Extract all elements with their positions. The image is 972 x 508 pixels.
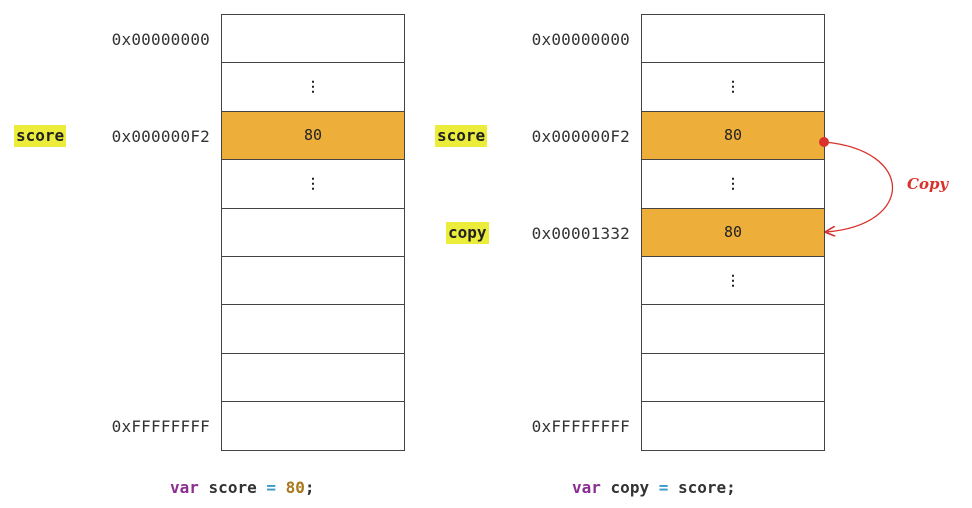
code-semicolon: ;	[304, 478, 315, 497]
memory-cell	[642, 305, 824, 354]
memory-cell-ellipsis: ⋮	[222, 63, 404, 112]
memory-cell	[222, 354, 404, 403]
memory-column: ⋮ 80 ⋮ 80 ⋮	[641, 14, 825, 451]
memory-cell	[222, 305, 404, 354]
code-identifier: copy	[610, 478, 650, 497]
code-operator: =	[266, 478, 276, 497]
variable-label-score: score	[14, 125, 67, 147]
memory-diagram-left: 0x00000000 score 0x000000F2 0xFFFFFFFF ⋮…	[0, 0, 420, 508]
code-keyword: var	[572, 478, 601, 497]
memory-cell-ellipsis: ⋮	[642, 63, 824, 112]
address-score: 0x000000F2	[111, 127, 210, 146]
memory-cell-ellipsis: ⋮	[642, 160, 824, 209]
code-keyword: var	[170, 478, 199, 497]
memory-cell-score: 80	[642, 111, 824, 161]
code-value: 80	[285, 478, 305, 497]
address-first: 0x00000000	[531, 30, 630, 49]
code-semicolon: ;	[726, 478, 736, 497]
memory-cell-ellipsis: ⋮	[222, 160, 404, 209]
address-last: 0xFFFFFFFF	[111, 417, 210, 436]
code-operator: =	[658, 478, 669, 497]
memory-column: ⋮ 80 ⋮	[221, 14, 405, 451]
address-first: 0x00000000	[111, 30, 210, 49]
variable-label-score: score	[435, 125, 488, 147]
variable-label-copy: copy	[446, 222, 489, 244]
code-statement: var score = 80;	[170, 478, 315, 497]
memory-cell	[222, 15, 404, 64]
memory-cell	[222, 209, 404, 257]
memory-cell	[642, 15, 824, 64]
code-value: score	[678, 478, 727, 497]
memory-cell	[642, 354, 824, 403]
copy-arrow-label: Copy	[907, 175, 949, 193]
memory-diagram-right: 0x00000000 score 0x000000F2 copy 0x00001…	[420, 0, 972, 508]
address-last: 0xFFFFFFFF	[531, 417, 630, 436]
memory-cell	[222, 402, 404, 451]
copy-arrow-path	[823, 141, 894, 232]
memory-cell-copy: 80	[642, 208, 824, 257]
code-statement: var copy = score;	[572, 478, 736, 497]
address-copy: 0x00001332	[531, 224, 630, 243]
memory-cell	[642, 402, 824, 451]
code-identifier: score	[208, 478, 257, 497]
copy-arrow	[819, 137, 894, 508]
memory-cell-ellipsis: ⋮	[642, 257, 824, 306]
memory-cell	[222, 257, 404, 306]
memory-cell-score: 80	[222, 111, 404, 161]
address-score: 0x000000F2	[531, 127, 630, 146]
